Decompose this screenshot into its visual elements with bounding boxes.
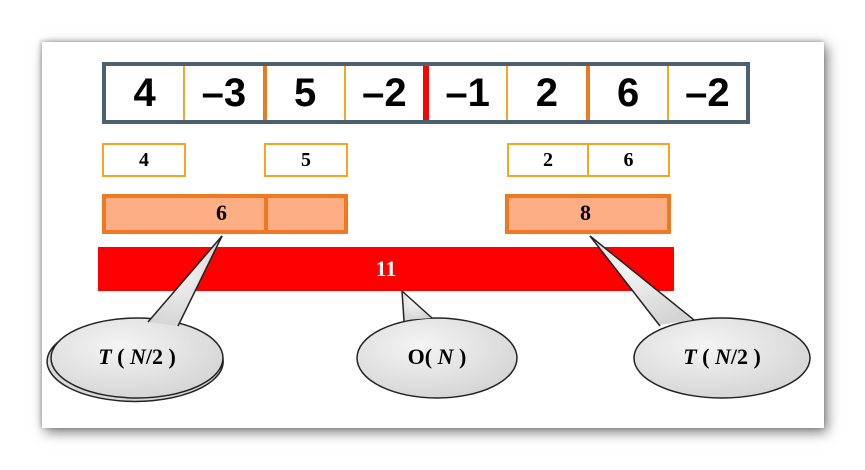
left-callout-open: ( bbox=[111, 344, 130, 369]
left-callout-label: T ( N/2 ) bbox=[72, 344, 202, 370]
right-quarter-1-sum: 2 bbox=[507, 143, 589, 177]
left-half-max: 6 bbox=[216, 200, 227, 225]
array-cell-8: –2 bbox=[685, 70, 730, 115]
left-callout-rest: /2 ) bbox=[145, 344, 176, 369]
left-quarter-1-sum: 4 bbox=[102, 143, 186, 177]
left-callout-t: T bbox=[98, 344, 112, 369]
array-cell-6: 2 bbox=[508, 66, 590, 120]
array-cell-5: –1 bbox=[429, 66, 509, 120]
left-callout-n: N bbox=[129, 344, 146, 369]
right-callout-bubble bbox=[633, 317, 811, 399]
crossing-sum-value: 11 bbox=[375, 256, 397, 281]
left-quarter-2-sum: 5 bbox=[264, 143, 348, 177]
array-cell-2: –3 bbox=[185, 66, 267, 120]
middle-callout-rest: ) bbox=[453, 344, 467, 369]
middle-callout-bubble bbox=[356, 317, 518, 399]
right-callout-rest: /2 ) bbox=[730, 344, 761, 369]
middle-callout-n: N bbox=[437, 344, 454, 369]
array-cell-4: –2 bbox=[346, 66, 429, 120]
array-cell-3: 5 bbox=[267, 66, 346, 120]
right-half-max: 8 bbox=[580, 200, 591, 225]
right-callout-n: N bbox=[714, 344, 731, 369]
array-cell-1: 4 bbox=[106, 66, 186, 120]
left-half-box-b bbox=[264, 194, 348, 234]
middle-callout-o: O( bbox=[407, 344, 438, 369]
middle-callout-label: O( N ) bbox=[377, 344, 497, 370]
right-callout-label: T ( N/2 ) bbox=[657, 344, 787, 370]
input-array: 4 –3 5 –2 –1 2 6 –2 bbox=[102, 62, 750, 124]
right-quarter-2-sum: 6 bbox=[587, 143, 670, 177]
array-cell-7: 6 bbox=[590, 66, 669, 120]
right-half-box bbox=[505, 194, 671, 234]
right-callout-open: ( bbox=[696, 344, 715, 369]
right-callout-t: T bbox=[683, 344, 697, 369]
